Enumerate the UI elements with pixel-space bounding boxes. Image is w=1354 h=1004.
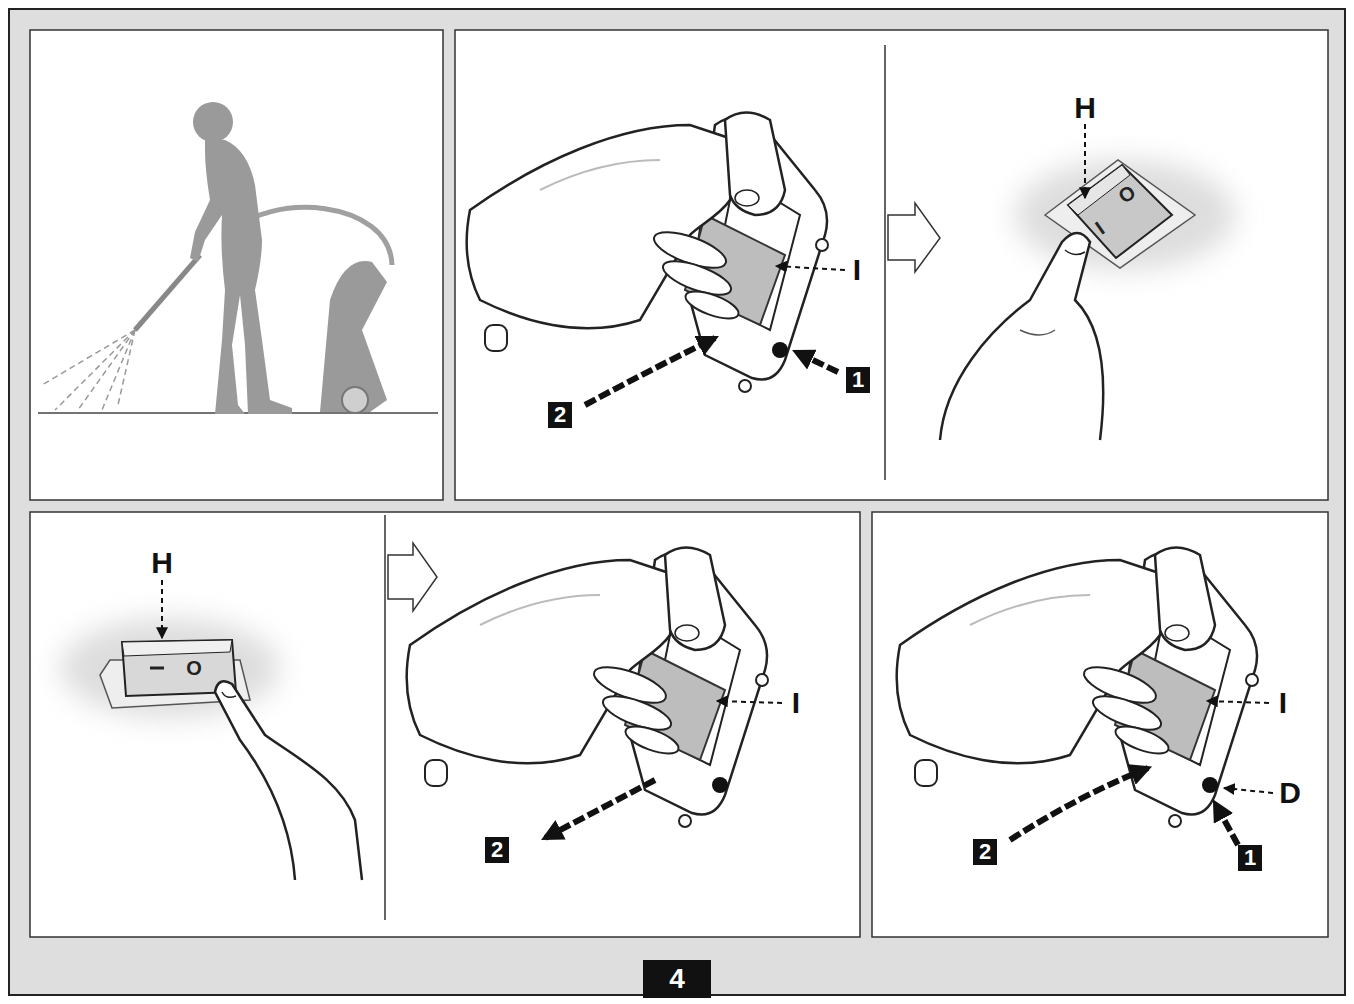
part-letter: H	[149, 547, 175, 579]
part-letter: I	[1277, 687, 1289, 719]
figure-number: 4	[643, 960, 711, 998]
part-letter: I	[851, 254, 863, 286]
part-letter: D	[1277, 777, 1303, 809]
callout-number: 2	[548, 402, 572, 428]
callout-number: 1	[1238, 845, 1262, 871]
part-letter: H	[1072, 92, 1098, 124]
switch-symbol: O	[186, 658, 202, 678]
part-letter: I	[790, 687, 802, 719]
callout-number: 1	[846, 367, 870, 393]
callout-number: 2	[485, 837, 509, 863]
callout-number: 2	[973, 839, 997, 865]
